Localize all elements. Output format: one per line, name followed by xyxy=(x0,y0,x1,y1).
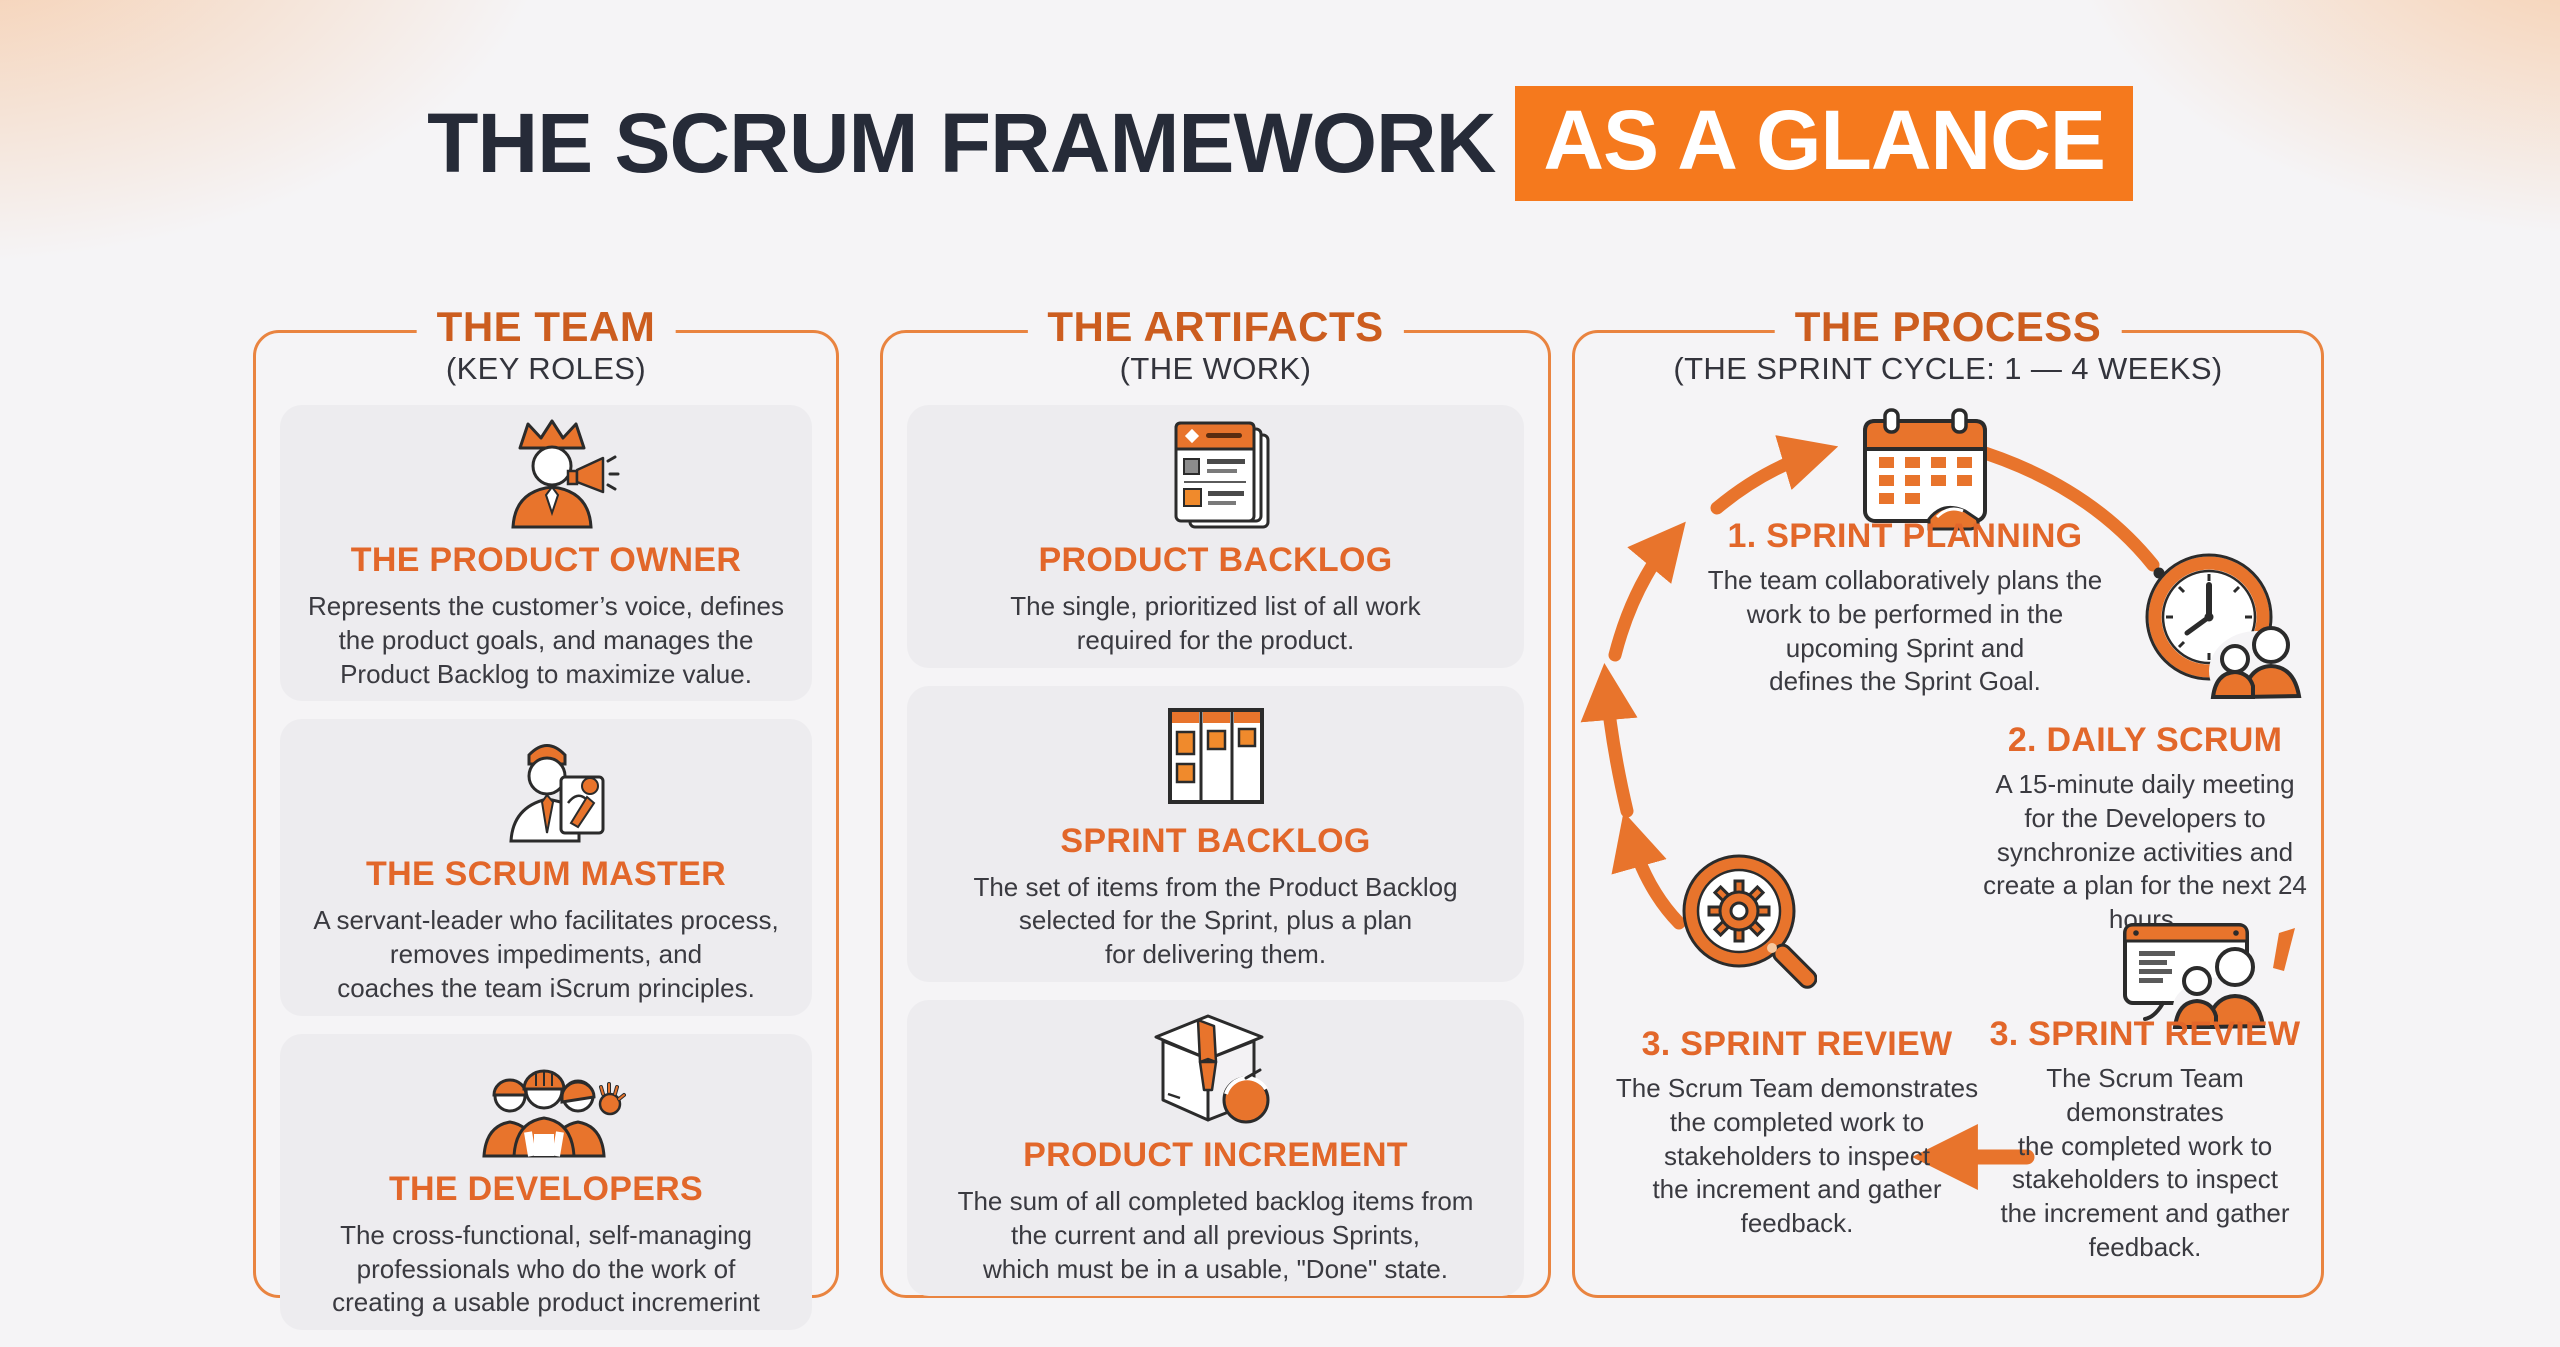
page-title-highlight: AS A GLANCE xyxy=(1515,86,2133,201)
card-text: The set of items from the Product Backlo… xyxy=(973,871,1458,970)
step-text: A 15-minute daily meeting for the Develo… xyxy=(1983,769,2307,935)
card-title: SPRINT BACKLOG xyxy=(1060,821,1371,860)
product-owner-icon xyxy=(471,415,621,529)
team-panel-title: THE TEAM xyxy=(416,303,676,351)
product-backlog-card: PRODUCT BACKLOG The single, prioritized … xyxy=(907,405,1524,668)
sprint-review-left-step: 3. SPRINT REVIEW The Scrum Team demonstr… xyxy=(1595,1025,1999,1241)
step-text: The team collaboratively plans the work … xyxy=(1707,565,2103,697)
developers-card: THE DEVELOPERS The cross-functional, sel… xyxy=(280,1033,812,1331)
page-title-dark: THE SCRUM FRAMEWORK xyxy=(427,96,1496,190)
clock-people-icon xyxy=(2131,545,2307,713)
process-panel-subtitle: (THE SPRINT CYCLE: 1 — 4 WEEKS) xyxy=(1673,351,2223,386)
sprint-review-right-step: 3. SPRINT REVIEW The Scrum Team demonstr… xyxy=(1969,1015,2321,1265)
product-backlog-icon xyxy=(1146,415,1286,529)
scrum-master-icon xyxy=(471,729,621,843)
step-title: 3. SPRINT REVIEW xyxy=(1989,1015,2301,1053)
sprint-backlog-card: SPRINT BACKLOG The set of items from the… xyxy=(907,685,1524,982)
step-title: 2. DAILY SCRUM xyxy=(2007,721,2283,759)
product-increment-card: PRODUCT INCREMENT The sum of all complet… xyxy=(907,999,1524,1297)
scrum-master-card: THE SCRUM MASTER A servant-leader who fa… xyxy=(280,719,812,1016)
step-title: 1. SPRINT PLANNING xyxy=(1727,517,2083,555)
developers-icon xyxy=(466,1044,626,1158)
process-panel: THE PROCESS (THE SPRINT CYCLE: 1 — 4 WEE… xyxy=(1572,303,2324,1298)
process-panel-title: THE PROCESS xyxy=(1774,303,2122,351)
card-text: The sum of all completed backlog items f… xyxy=(957,1185,1474,1284)
artifacts-panel-subtitle: (THE WORK) xyxy=(1119,351,1312,386)
card-title: PRODUCT INCREMENT xyxy=(1023,1135,1408,1174)
sprint-planning-step: 1. SPRINT PLANNING The team collaborativ… xyxy=(1660,517,2150,699)
team-panel-subtitle: (KEY ROLES) xyxy=(445,351,647,386)
artifacts-panel-title: THE ARTIFACTS xyxy=(1027,303,1404,351)
calendar-icon xyxy=(1837,405,1997,537)
card-text: Represents the customer’s voice, defines… xyxy=(308,591,784,689)
card-text: A servant-leader who facilitates process… xyxy=(313,905,779,1003)
presentation-screen-icon xyxy=(2103,915,2311,1037)
team-panel: THE TEAM (KEY ROLES) THE PRODUCT OWNER xyxy=(253,303,839,1331)
magnifier-gear-icon xyxy=(1667,845,1817,1013)
product-increment-icon xyxy=(1146,1010,1286,1124)
card-title: PRODUCT BACKLOG xyxy=(1038,541,1393,579)
page-title: THE SCRUM FRAMEWORK AS A GLANCE xyxy=(0,86,2560,201)
card-text: The single, prioritized list of all work… xyxy=(1010,591,1421,655)
card-text: The cross-functional, self-managing prof… xyxy=(332,1219,760,1318)
product-owner-card: THE PRODUCT OWNER Represents the custome… xyxy=(280,405,812,702)
sprint-backlog-icon xyxy=(1146,696,1286,810)
artifacts-panel: THE ARTIFACTS (THE WORK) xyxy=(880,303,1551,1298)
step-title: 3. SPRINT REVIEW xyxy=(1641,1025,1953,1063)
sprint-cycle-arrows xyxy=(1580,435,2165,1191)
daily-scrum-step: 2. DAILY SCRUM A 15-minute daily meeting… xyxy=(1969,721,2321,937)
card-title: THE DEVELOPERS xyxy=(388,1169,704,1208)
card-title: THE SCRUM MASTER xyxy=(366,855,726,894)
card-title: THE PRODUCT OWNER xyxy=(350,541,742,579)
step-text: The Scrum Team demonstrates the complete… xyxy=(1615,1073,1979,1239)
step-text: The Scrum Team demonstrates the complete… xyxy=(2000,1063,2290,1262)
